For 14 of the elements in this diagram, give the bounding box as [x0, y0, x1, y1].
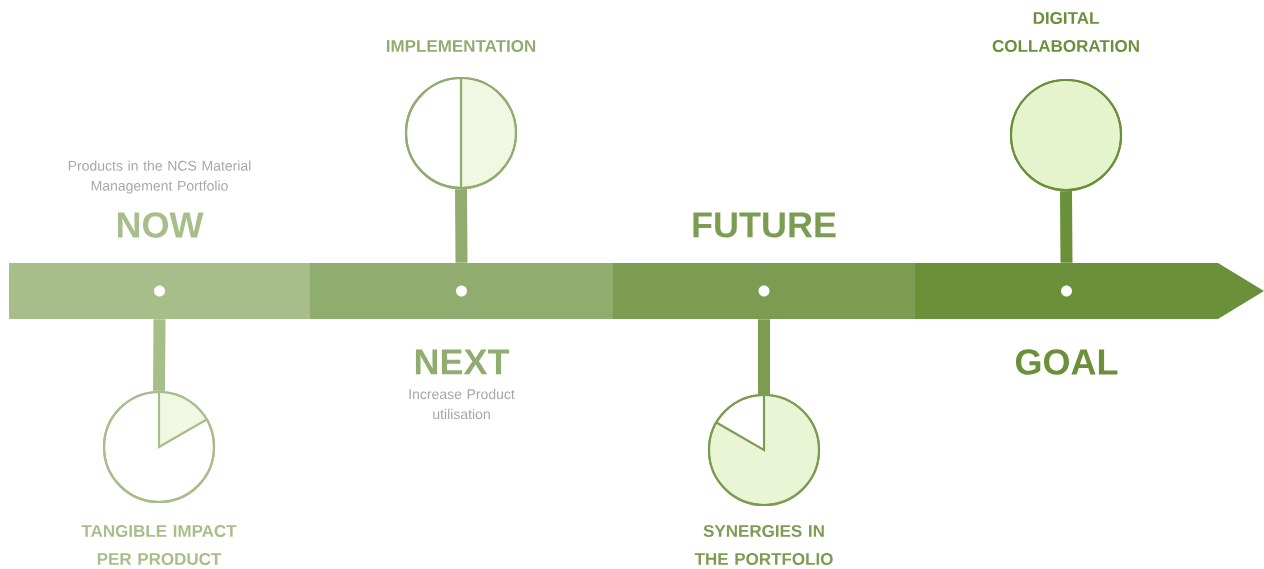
phase-heading: NOW: [117, 212, 204, 238]
connector-stem: [153, 319, 166, 391]
phase-description: Products in the NCS Material Management Portfolio: [68, 160, 251, 194]
connector-stem: [1060, 191, 1073, 263]
milestone-label: SYNERGIES IN THE PORTFOLIO: [694, 524, 833, 565]
phase-heading: FUTURE: [693, 212, 836, 238]
milestone-label: TANGIBLE IMPACT PER PRODUCT: [81, 524, 237, 565]
connector-stem: [758, 319, 770, 394]
phase-description: Increase Product utilisation: [409, 388, 515, 420]
phase-heading: NEXT: [415, 349, 510, 375]
phase-heading: GOAL: [1016, 349, 1118, 375]
milestone-label: IMPLEMENTATION: [386, 39, 536, 52]
connector-stem: [455, 189, 468, 263]
milestone-label: DIGITAL COLLABORATION: [992, 11, 1139, 52]
